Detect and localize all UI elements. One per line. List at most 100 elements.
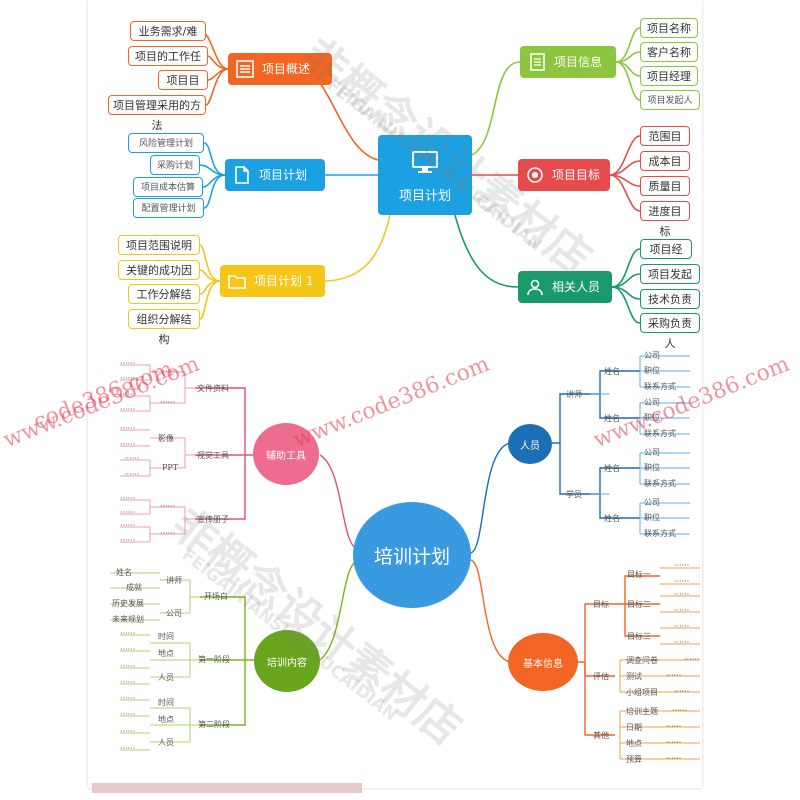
- leaf-risk-plan: 风险管理计划: [128, 133, 204, 153]
- dots: ······: [674, 577, 690, 586]
- leaf-quality-goal: 质量目标: [640, 176, 690, 213]
- dots: ······: [120, 390, 136, 399]
- leaf-wbs: 工作分解结构: [128, 284, 200, 321]
- dots: ······: [120, 662, 136, 671]
- dots: ······: [674, 606, 690, 615]
- leaf-client-name: 客户名称: [640, 42, 698, 62]
- label-lecturer: 讲师: [566, 390, 582, 399]
- field-contact: 联系方式: [644, 382, 676, 391]
- dots: ······: [120, 508, 136, 517]
- label-time: 时间: [158, 698, 174, 707]
- topic-project-plan-2: 项目计划 2: [225, 159, 325, 214]
- leaf-obs: 组织分解结构: [128, 309, 200, 346]
- center-node-training-plan: 培训计划: [353, 502, 471, 608]
- dots: ······: [674, 561, 690, 570]
- label-student: 学员: [566, 490, 582, 499]
- center-node-project-plan: 项目计划: [378, 135, 472, 215]
- label-name: 姓名: [604, 367, 620, 376]
- dots: ······: [160, 398, 176, 407]
- label-documents: 文件资料: [197, 384, 229, 393]
- dots: ······: [120, 536, 136, 545]
- label-opening: 开场白: [204, 592, 228, 601]
- dots: ······: [684, 655, 700, 664]
- topic-project-goals: 项目目标: [518, 159, 610, 191]
- dots: ······: [124, 470, 140, 479]
- topic-related-people: 相关人员: [518, 271, 612, 303]
- topic-project-plan-1: 项目计划 1: [220, 265, 325, 297]
- field-company: 公司: [644, 351, 660, 360]
- node-basic-info: 基本信息: [508, 633, 578, 691]
- label-history: 历史发展: [112, 599, 144, 608]
- label-place: 地点: [626, 739, 642, 748]
- node-training-content: 培训内容: [254, 630, 320, 692]
- dots: ······: [674, 622, 690, 631]
- node-label: 培训内容: [267, 658, 307, 669]
- label-company: 公司: [166, 609, 182, 618]
- person-icon: [527, 279, 543, 296]
- dots: ······: [120, 521, 136, 530]
- node-label: 辅助工具: [266, 451, 306, 462]
- label-staff: 人员: [158, 673, 174, 682]
- leaf-people-manager: 项目经理: [640, 239, 692, 276]
- field-contact: 联系方式: [644, 429, 676, 438]
- dots: ······: [120, 678, 136, 687]
- label-place: 地点: [158, 649, 174, 658]
- label-future: 未来规划: [112, 615, 144, 624]
- list-icon: [236, 60, 254, 78]
- leaf-cost-estimate: 项目成本估算: [133, 177, 203, 197]
- leaf-tech-lead: 技术负责人: [640, 289, 700, 326]
- dots: ······: [674, 687, 690, 696]
- dots: ······: [120, 424, 136, 433]
- leaf-project-goal: 项目目标: [158, 70, 208, 107]
- label-other: 其他: [593, 731, 609, 740]
- leaf-schedule-goal: 进度目标: [640, 201, 690, 238]
- label-lecturer: 讲师: [166, 576, 182, 585]
- label-time: 时间: [158, 632, 174, 641]
- label-stage-2: 第二阶段: [198, 720, 230, 729]
- field-title: 职位: [644, 413, 660, 422]
- label-goal-2: 目标二: [627, 600, 651, 609]
- leaf-project-manager: 项目经理: [640, 66, 698, 86]
- leaf-success-factors: 关键的成功因素: [118, 260, 200, 297]
- topic-label: 项目信息: [554, 55, 603, 69]
- field-title: 职位: [644, 366, 660, 375]
- leaf-scope-statement: 项目范围说明书: [118, 235, 200, 272]
- dots: ······: [120, 405, 136, 414]
- label-stage-1: 第一阶段: [198, 655, 230, 664]
- notes-icon: [530, 53, 545, 71]
- center-node-label: 项目计划: [398, 189, 451, 204]
- dots: ······: [120, 440, 136, 449]
- label-ppt: PPT: [162, 463, 179, 472]
- label-goal-3: 目标三: [627, 632, 651, 641]
- topic-label: 项目计划 1: [254, 274, 314, 288]
- field-company: 公司: [644, 498, 660, 507]
- monitor-icon: [412, 151, 438, 173]
- leaf-management-method: 项目管理采用的方法: [108, 95, 206, 132]
- field-contact: 联系方式: [644, 529, 676, 538]
- label-video: 影像: [158, 434, 174, 443]
- dots: ······: [120, 710, 136, 719]
- field-company: 公司: [644, 448, 660, 457]
- label-name: 姓名: [604, 464, 620, 473]
- dots: ······: [120, 359, 136, 368]
- center-node-label: 培训计划: [373, 546, 450, 568]
- label-name: 姓名: [604, 414, 620, 423]
- label-training-topic: 培训主题: [626, 707, 658, 716]
- dots: ······: [120, 744, 136, 753]
- dots: ······: [120, 374, 136, 383]
- dots: ······: [674, 638, 690, 647]
- target-icon: [527, 167, 543, 183]
- dots: ······: [160, 529, 176, 538]
- dots: ······: [120, 645, 136, 654]
- dots: ······: [674, 590, 690, 599]
- dots: ······: [160, 367, 176, 376]
- dots: ······: [120, 694, 136, 703]
- document-icon: [235, 166, 249, 184]
- node-label: 基本信息: [523, 659, 563, 670]
- leaf-project-name: 项目名称: [640, 18, 698, 38]
- dots: ······: [124, 454, 140, 463]
- dots: ······: [120, 494, 136, 503]
- field-contact: 联系方式: [644, 479, 676, 488]
- dots: ······: [666, 671, 682, 680]
- topic-project-info: 项目信息: [520, 46, 616, 78]
